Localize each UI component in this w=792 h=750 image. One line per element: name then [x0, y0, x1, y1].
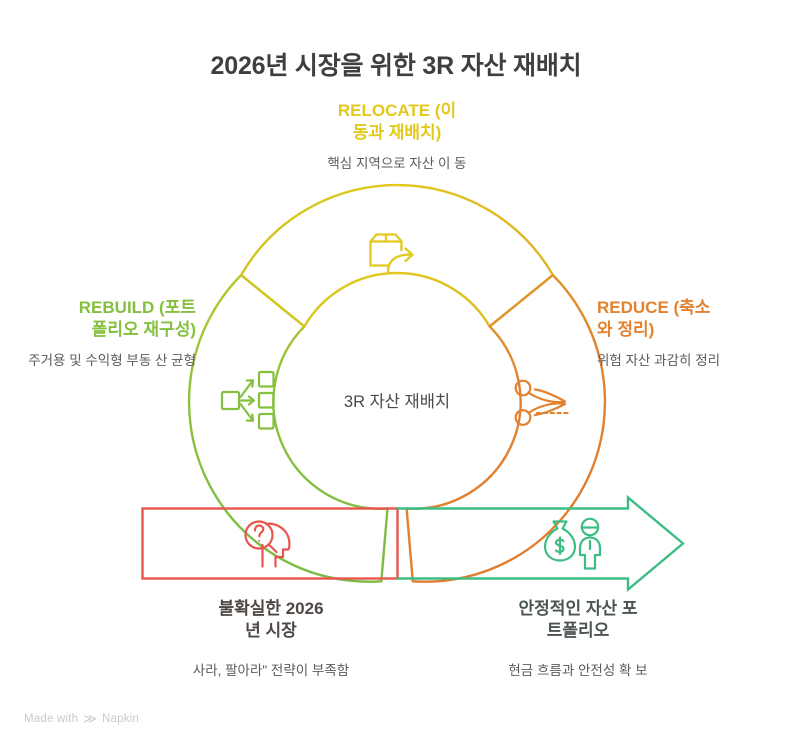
node-title-rebuild-line1: REBUILD (포트 — [78, 298, 196, 317]
head-question-icon — [244, 520, 291, 568]
node-title-uncertain-line2: 년 시장 — [245, 621, 297, 641]
page-title: 2026년 시장을 위한 3R 자산 재배치 — [210, 52, 582, 80]
node-desc-reduce: 위험 자산 과감히 정리 — [597, 352, 721, 368]
watermark-brand: Napkin — [102, 712, 140, 725]
node-title-uncertain-market: 불확실한 2026 년 시장 — [148, 598, 394, 643]
uncertain-market-box[interactable] — [141, 507, 399, 580]
node-label-relocate[interactable]: RELOCATE (이 동과 재배치) 핵심 지역으로 자산 이 동 — [295, 100, 499, 173]
node-label-reduce[interactable]: REDUCE (축소 와 정리) 위험 자산 과감히 정리 — [597, 297, 773, 370]
node-title-relocate-line1: RELOCATE (이 — [337, 101, 457, 120]
node-title-stable-portfolio: 안정적인 자산 포 트폴리오 — [455, 598, 701, 643]
napkin-logo-icon: ≫ — [83, 711, 98, 726]
scissors-cut-icon — [514, 379, 572, 426]
node-desc-relocate: 핵심 지역으로 자산 이 동 — [327, 155, 467, 171]
node-desc-rebuild: 주거용 및 수익형 부동 산 균형 — [28, 352, 196, 368]
donut-center-label: 3R 자산 재배치 — [343, 393, 451, 411]
node-title-rebuild: REBUILD (포트 폴리오 재구성) — [20, 297, 196, 342]
ring-segment-relocate[interactable] — [239, 183, 555, 328]
ring-segment-reduce[interactable] — [405, 273, 607, 583]
node-title-reduce: REDUCE (축소 와 정리) — [597, 297, 773, 342]
node-title-uncertain-line1: 불확실한 2026 — [218, 599, 324, 618]
node-label-uncertain-market[interactable]: 불확실한 2026 년 시장 사라, 팔아라" 전략이 부족함 — [148, 598, 394, 680]
node-label-rebuild[interactable]: REBUILD (포트 폴리오 재구성) 주거용 및 수익형 부동 산 균형 — [20, 297, 196, 370]
stable-portfolio-arrow[interactable] — [396, 494, 685, 593]
node-desc-stable-portfolio: 현금 흐름과 안전성 확 보 — [508, 662, 648, 678]
node-title-stable-line2: 트폴리오 — [546, 621, 610, 641]
box-move-arrow-icon — [369, 233, 414, 274]
node-title-reduce-line2: 와 정리) — [597, 320, 655, 340]
node-title-relocate-line2: 동과 재배치) — [352, 123, 442, 143]
node-title-rebuild-line2: 폴리오 재구성) — [91, 320, 196, 340]
node-desc-uncertain-market: 사라, 팔아라" 전략이 부족함 — [192, 662, 350, 678]
watermark-prefix: Made with — [24, 712, 79, 725]
node-title-relocate: RELOCATE (이 동과 재배치) — [295, 100, 499, 145]
node-title-reduce-line1: REDUCE (축소 — [597, 298, 711, 317]
distribute-boxes-icon — [220, 370, 275, 430]
node-label-stable-portfolio[interactable]: 안정적인 자산 포 트폴리오 현금 흐름과 안전성 확 보 — [455, 598, 701, 680]
node-title-stable-line1: 안정적인 자산 포 — [518, 599, 638, 618]
money-bag-person-icon — [543, 517, 602, 570]
napkin-watermark[interactable]: Made with ≫ Napkin — [24, 712, 139, 725]
